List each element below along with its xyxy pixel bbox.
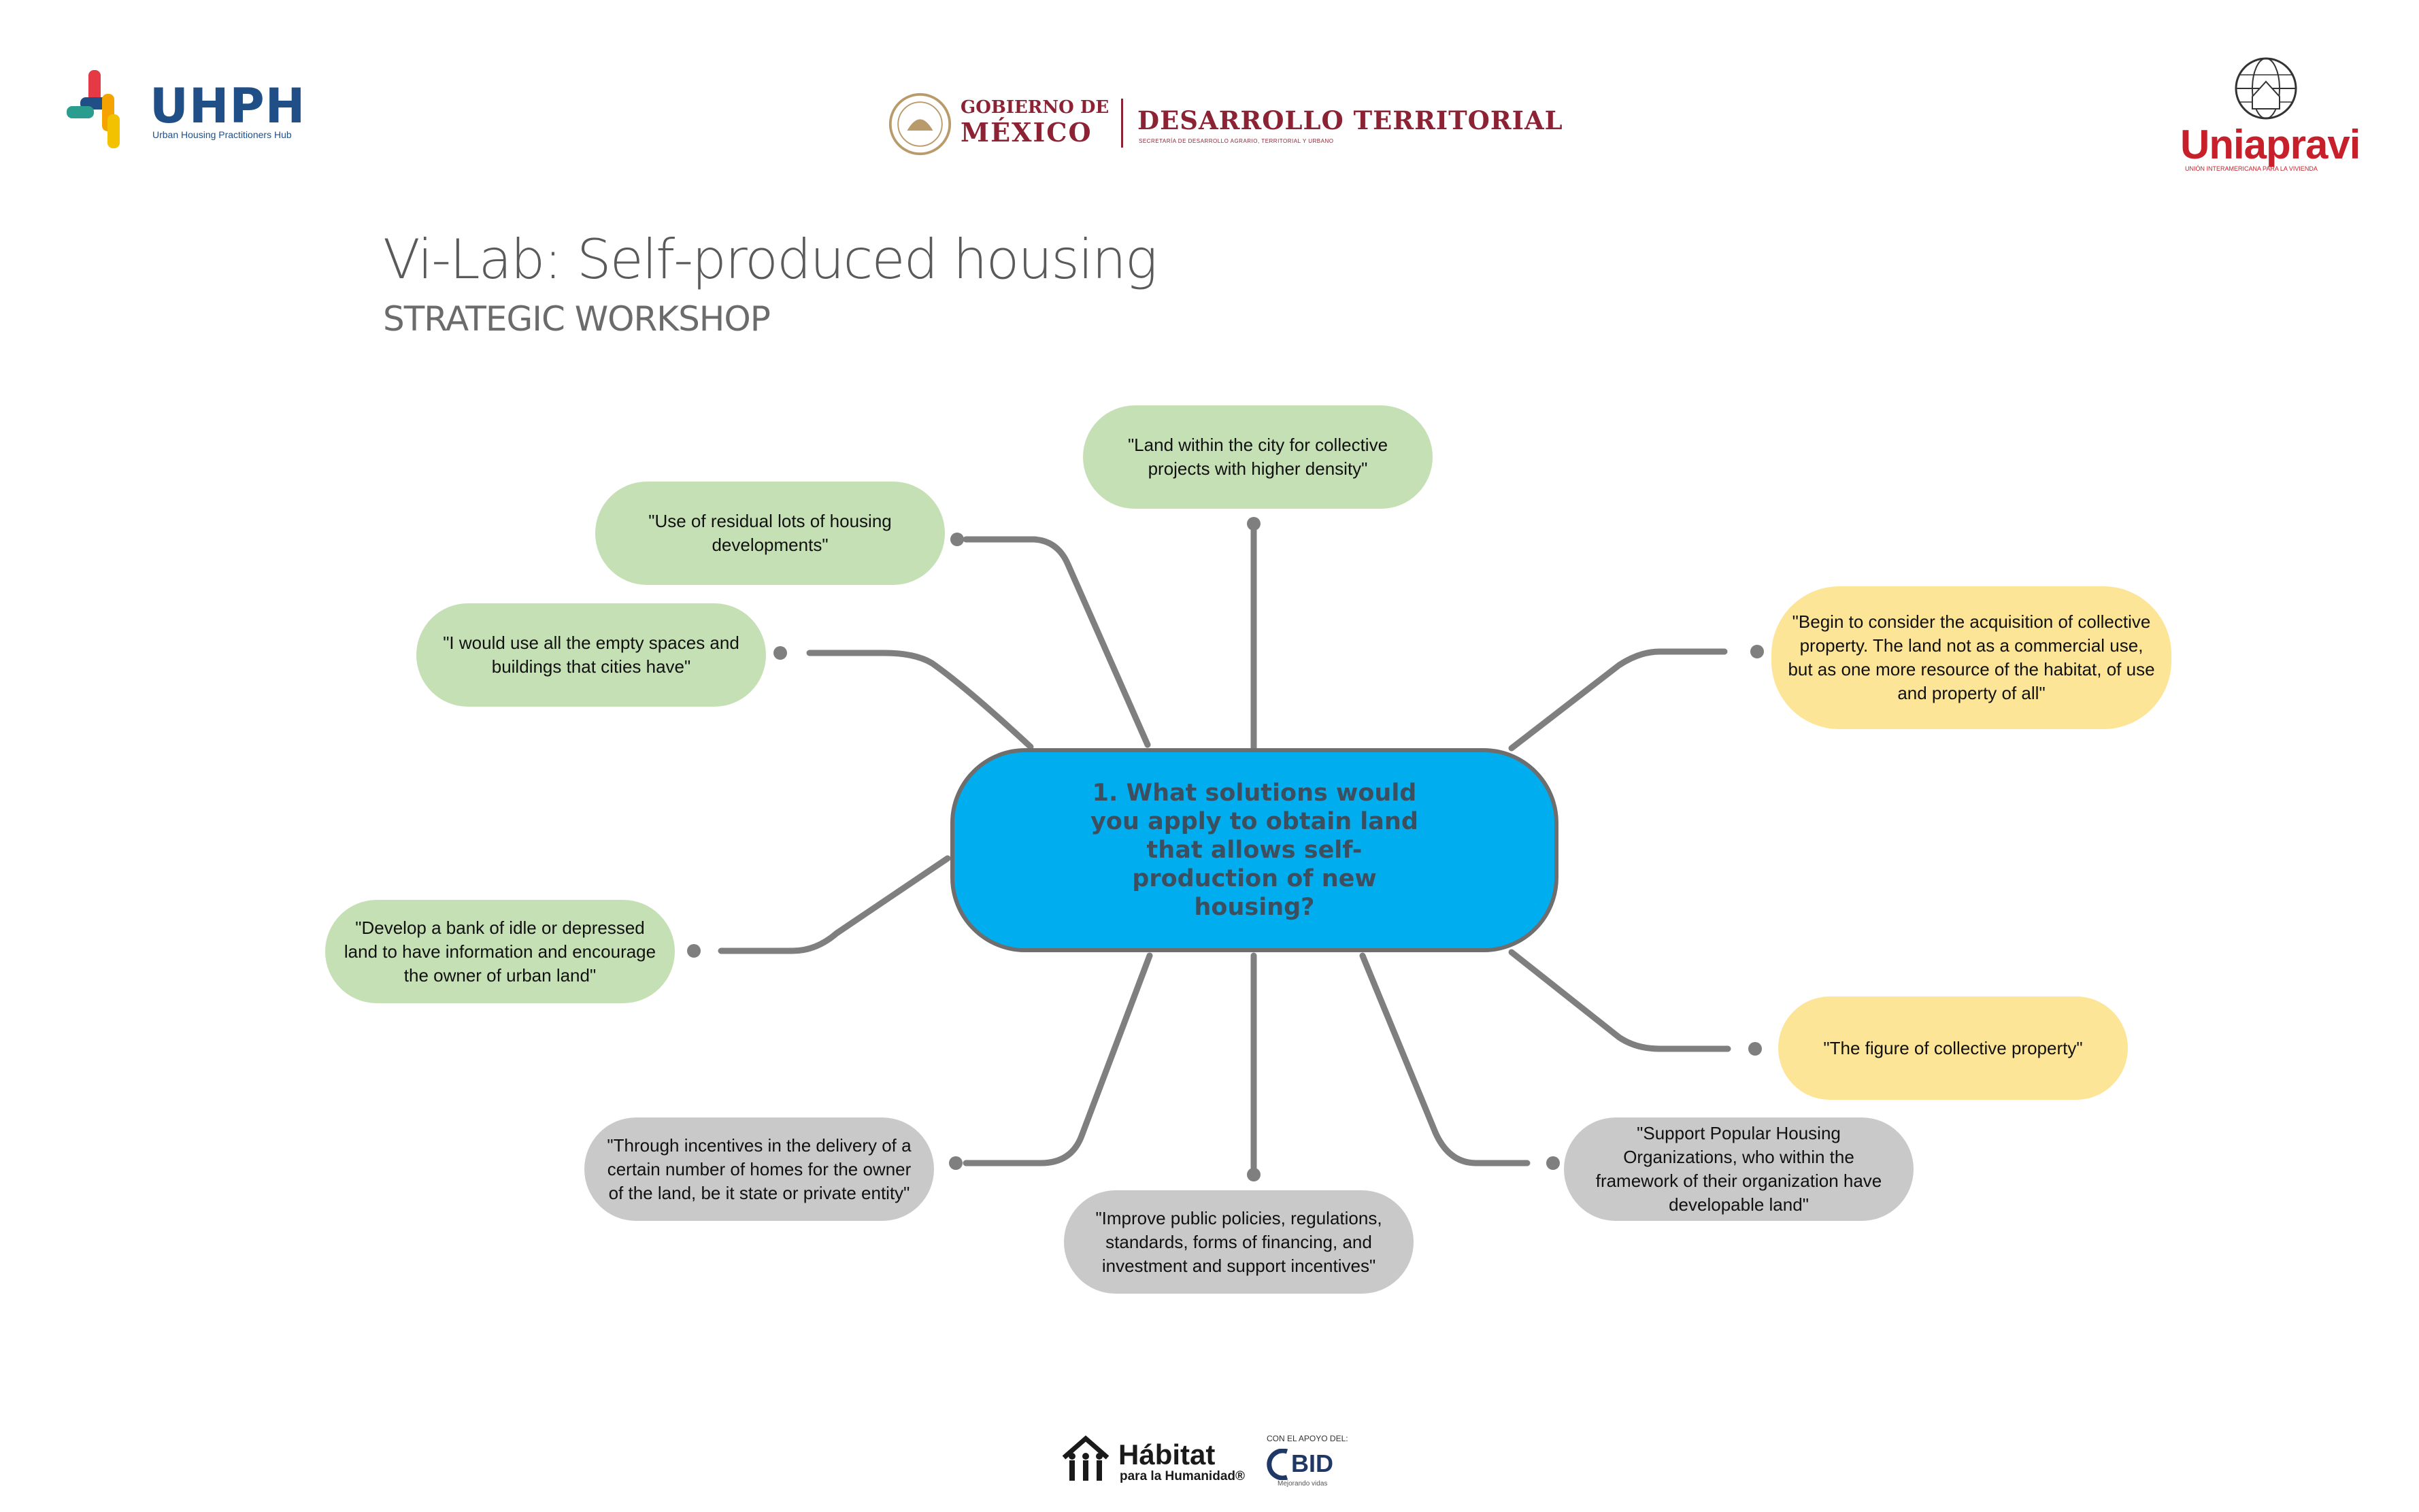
connector-incentives — [963, 952, 1153, 1166]
gobierno-line1: GOBIERNO DE — [961, 97, 1110, 118]
connector-dot — [1247, 517, 1261, 531]
connector-dot — [1546, 1156, 1560, 1170]
central-question: 1. What solutions would you apply to obt… — [950, 748, 1558, 952]
connector-dot — [950, 533, 964, 546]
gobierno-department: DESARROLLO TERRITORIAL — [1137, 105, 1563, 135]
connector-dot — [1750, 645, 1764, 658]
idea-node: "Support Popular Housing Organizations, … — [1564, 1118, 1914, 1221]
connector-residual-lots — [963, 536, 1151, 748]
page-subtitle: STRATEGIC WORKSHOP — [383, 299, 771, 339]
idea-node: "Develop a bank of idle or depressed lan… — [325, 900, 675, 1003]
bid-support-label: CON EL APOYO DEL: — [1267, 1434, 1348, 1443]
uniapravi-globe-icon — [2235, 57, 2297, 120]
habitat-logo-subtitle: para la Humanidad® — [1120, 1469, 1245, 1483]
page-title: Vi-Lab: Self-produced housing — [383, 228, 1158, 291]
bid-logo-icon — [1267, 1449, 1288, 1480]
bid-logo-tagline: Mejorando vidas — [1278, 1480, 1328, 1488]
connector-empty-spaces — [806, 650, 1034, 750]
gobierno-department-sub: SECRETARÍA DE DESARROLLO AGRARIO, TERRIT… — [1139, 138, 1334, 144]
uhph-logo-mark — [67, 70, 120, 148]
uniapravi-logo-text: Uniapravi — [2180, 122, 2360, 167]
idea-node: "I would use all the empty spaces and bu… — [416, 603, 766, 707]
idea-node: "Improve public policies, regulations, s… — [1064, 1190, 1414, 1294]
idea-node: "Begin to consider the acquisition of co… — [1771, 586, 2171, 729]
connector-collective-acquisition — [1508, 648, 1728, 752]
uhph-logo-subtitle: Urban Housing Practitioners Hub — [152, 129, 292, 140]
bid-logo-text: BID — [1291, 1449, 1333, 1477]
gobierno-line2: MÉXICO — [961, 117, 1092, 148]
habitat-house-icon — [1062, 1435, 1110, 1481]
connector-popular-housing — [1359, 952, 1531, 1166]
idea-node: "The figure of collective property" — [1778, 996, 2128, 1100]
connector-dot — [773, 646, 787, 660]
connector-land-bank — [718, 855, 951, 954]
connector-collective-figure — [1508, 949, 1731, 1052]
mexico-seal-icon — [888, 93, 952, 156]
connector-dot — [949, 1156, 963, 1170]
idea-node: "Through incentives in the delivery of a… — [584, 1118, 934, 1221]
gobierno-divider — [1121, 99, 1123, 148]
connector-dot — [1748, 1042, 1762, 1056]
connector-dot — [687, 944, 701, 958]
uhph-logo-text: UHPH — [150, 78, 306, 134]
habitat-logo-text: Hábitat — [1118, 1439, 1216, 1471]
idea-node: "Land within the city for collective pro… — [1083, 405, 1433, 509]
connector-dot — [1247, 1168, 1261, 1181]
idea-node: "Use of residual lots of housing develop… — [595, 482, 945, 585]
uniapravi-logo-subtitle: UNIÓN INTERAMERICANA PARA LA VIVIENDA — [2185, 165, 2318, 172]
